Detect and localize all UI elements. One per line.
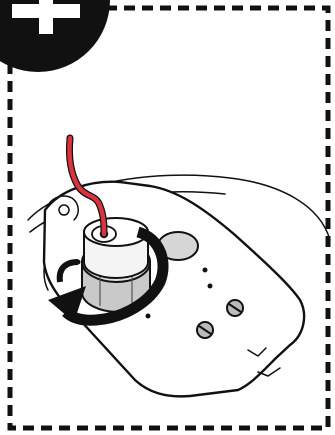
screw-left <box>197 322 213 338</box>
step-badge <box>0 0 110 72</box>
screw-right <box>227 300 243 316</box>
